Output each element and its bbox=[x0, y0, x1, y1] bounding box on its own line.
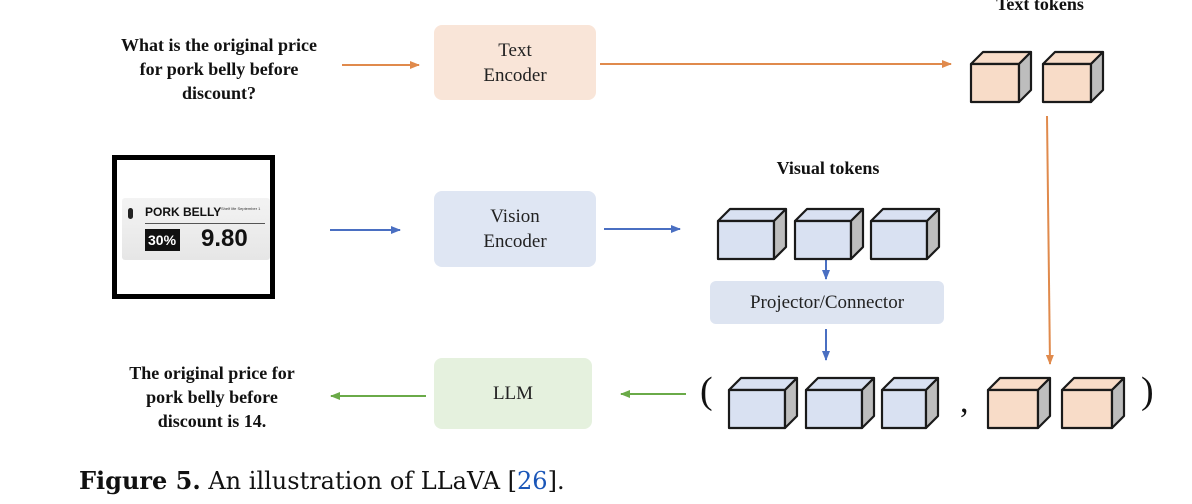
vision-encoder-box: Vision Encoder bbox=[434, 191, 596, 267]
question-text: What is the original price for pork bell… bbox=[88, 33, 350, 105]
tag-discount: 30% bbox=[145, 229, 181, 251]
answer-line: pork belly before bbox=[146, 387, 278, 407]
price-tag-label: PORK BELLY Shelf life September 1 30% 9.… bbox=[122, 198, 270, 260]
llm-box: LLM bbox=[434, 358, 592, 429]
projector-connector-box: Projector/Connector bbox=[710, 281, 944, 324]
sequence-text-token-cube bbox=[986, 376, 1052, 430]
tag-divider bbox=[145, 223, 265, 224]
question-line: discount? bbox=[181, 83, 257, 103]
sequence-open-paren: ( bbox=[700, 370, 713, 412]
visual-token-cube bbox=[793, 207, 865, 261]
sequence-visual-token-cube bbox=[804, 376, 876, 430]
caption-end: ]. bbox=[547, 467, 565, 495]
figure-caption: Figure 5. An illustration of LLaVA [26]. bbox=[79, 466, 565, 496]
answer-line: discount is 14. bbox=[157, 411, 267, 431]
arrow-text-tokens-down bbox=[1045, 115, 1054, 365]
sequence-close-paren: ) bbox=[1141, 370, 1154, 412]
visual-token-cube bbox=[716, 207, 788, 261]
sequence-comma: , bbox=[960, 383, 969, 420]
answer-line: The original price for bbox=[129, 363, 295, 383]
tag-hole bbox=[128, 208, 133, 219]
tag-price: 9.80 bbox=[201, 225, 248, 252]
citation-link[interactable]: 26 bbox=[517, 467, 548, 495]
tag-title: PORK BELLY bbox=[145, 205, 222, 219]
tag-small-text: Shelf life September 1 bbox=[221, 206, 261, 211]
text-tokens-label: Text tokens bbox=[996, 0, 1084, 14]
sequence-visual-token-cube bbox=[727, 376, 799, 430]
visual-token-cube bbox=[869, 207, 941, 261]
text-token-cube bbox=[969, 50, 1033, 104]
sequence-text-token-cube bbox=[1060, 376, 1126, 430]
caption-text: An illustration of LLaVA [ bbox=[200, 467, 518, 495]
figure-label: Figure 5. bbox=[79, 466, 201, 495]
question-line: What is the original price bbox=[121, 35, 317, 55]
question-line: for pork belly before bbox=[139, 59, 299, 79]
text-encoder-box: Text Encoder bbox=[434, 25, 596, 100]
text-token-cube bbox=[1041, 50, 1105, 104]
price-tag-image: PORK BELLY Shelf life September 1 30% 9.… bbox=[112, 155, 275, 299]
sequence-visual-token-cube bbox=[880, 376, 940, 430]
visual-tokens-label: Visual tokens bbox=[776, 158, 880, 178]
answer-text: The original price for pork belly before… bbox=[92, 361, 332, 433]
